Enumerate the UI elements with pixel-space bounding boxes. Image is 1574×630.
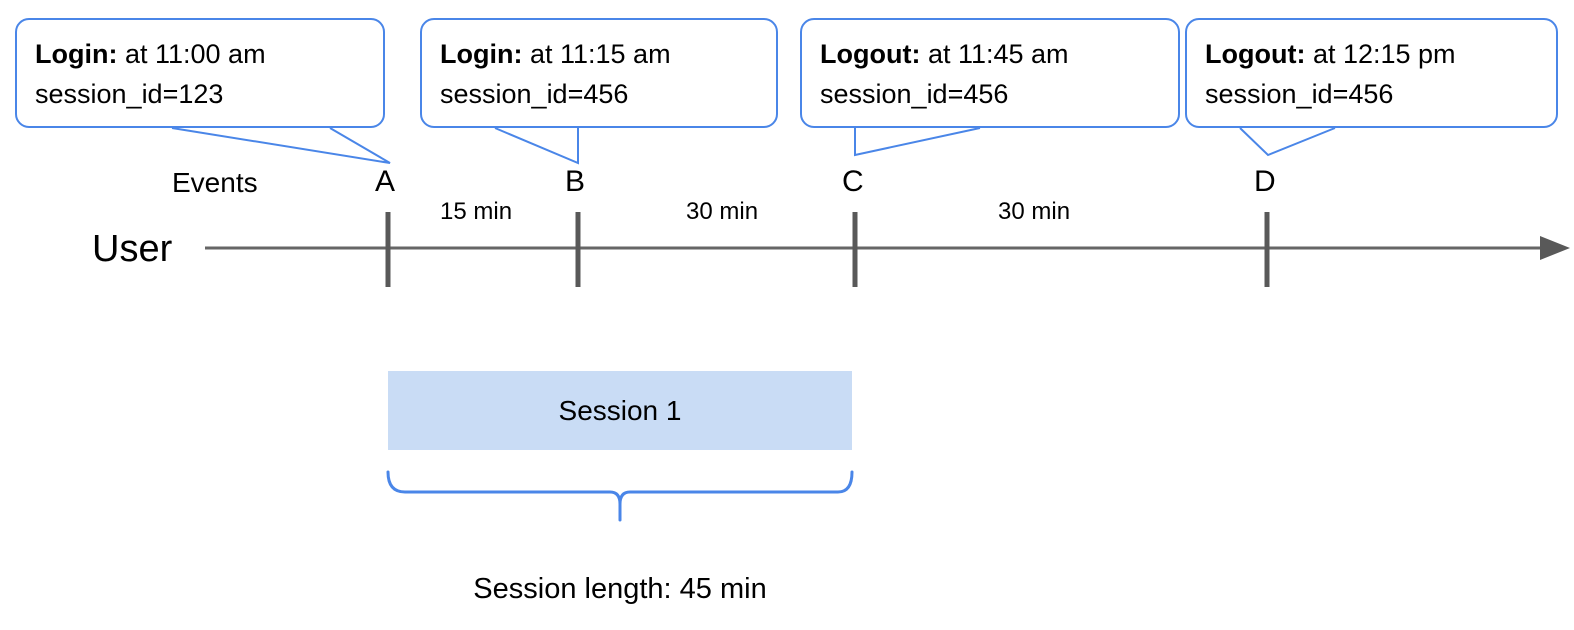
callout-c-kind: Logout: [820,39,921,69]
callout-a-kind: Login: [35,39,118,69]
timeline-ticks [385,212,1270,287]
timeline-axis [205,236,1570,260]
callout-a-line1: Login: at 11:00 am [35,34,365,74]
callout-a-detail: at 11:00 am [117,39,266,69]
callout-tail-b [494,127,579,165]
callout-b-detail: at 11:15 am [522,39,671,69]
tick-label-a: A [375,165,396,198]
tick-label-d: D [1254,165,1276,198]
session-length-brace [386,470,854,506]
callout-d-detail: at 12:15 pm [1305,39,1456,69]
callout-tail-d [1239,127,1336,157]
callout-b-kind: Login: [440,39,523,69]
callout-event-b: Login: at 11:15 am session_id=456 [420,18,778,128]
gap-label-b-c: 30 min [686,198,759,225]
callout-d-kind: Logout: [1205,39,1306,69]
callout-c-detail: at 11:45 am [920,39,1069,69]
callout-tail-a [171,127,391,164]
callout-a-session: session_id=123 [35,79,224,109]
callout-b-session: session_id=456 [440,79,629,109]
lane-label-user: User [92,228,173,270]
callout-event-a: Login: at 11:00 am session_id=123 [15,18,385,128]
callout-event-c: Logout: at 11:45 am session_id=456 [800,18,1180,128]
callout-b-line1: Login: at 11:15 am [440,34,758,74]
timeline-arrow-icon [1540,236,1570,260]
callout-tail-c [854,127,981,157]
session-length-caption: Session length: 45 min [473,573,767,605]
gap-label-c-d: 30 min [998,198,1071,225]
callout-c-line1: Logout: at 11:45 am [820,34,1160,74]
tick-label-c: C [842,165,864,198]
callout-d-line1: Logout: at 12:15 pm [1205,34,1538,74]
callout-c-session: session_id=456 [820,79,1009,109]
session-bar-session-1: Session 1 [388,371,852,450]
callout-tails [171,127,1336,165]
callout-d-session: session_id=456 [1205,79,1394,109]
callout-event-d: Logout: at 12:15 pm session_id=456 [1185,18,1558,128]
tick-label-b: B [565,165,586,198]
lane-label-events: Events [172,167,258,198]
gap-label-a-b: 15 min [440,198,513,225]
